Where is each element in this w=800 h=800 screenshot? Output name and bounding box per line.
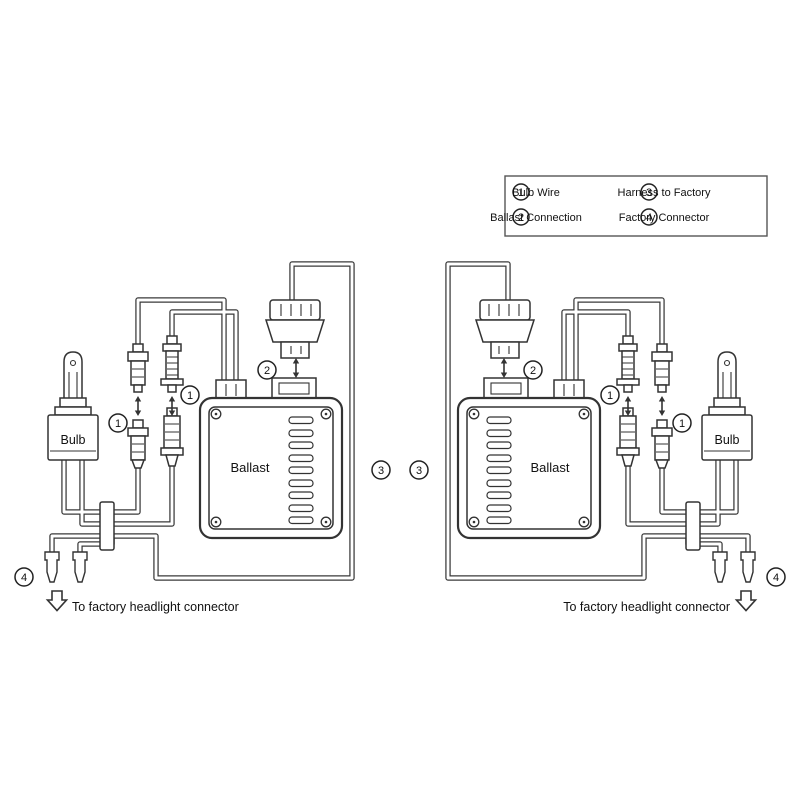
svg-text:1: 1	[679, 418, 685, 430]
svg-text:4: 4	[21, 572, 27, 584]
legend-num-3: 3	[646, 187, 652, 199]
factory-connector-note: To factory headlight connector	[72, 600, 239, 614]
legend-label-factory-connector: Factory Connector	[619, 212, 710, 224]
ballast-label: Ballast	[230, 460, 269, 475]
legend-item-ballast-connection: 2 Ballast Connection	[490, 208, 582, 226]
callout-4-factory-connector: 4	[14, 567, 34, 587]
legend-item-factory-connector: 4 Factory Connector	[619, 208, 710, 226]
bulb-label: Bulb	[714, 433, 739, 447]
left-diagram-labels: Bulb Ballast 1 1 2 3 4 To factory headli…	[14, 360, 391, 614]
callout-1-bulb-wire: 1	[180, 385, 200, 405]
legend-num-2: 2	[518, 212, 524, 224]
bulb-label: Bulb	[60, 433, 85, 447]
legend-border	[504, 175, 768, 237]
legend-item-harness-to-factory: 3 Harness to Factory	[618, 183, 711, 201]
callout-4-factory-connector: 4	[766, 567, 786, 587]
callout-1-bulb-wire: 1	[108, 413, 128, 433]
factory-connector-note: To factory headlight connector	[563, 600, 730, 614]
legend-label-bulb-wire: Bulb Wire	[512, 187, 560, 199]
down-arrow-icon	[46, 590, 68, 612]
ballast-label: Ballast	[530, 460, 569, 475]
svg-text:1: 1	[607, 390, 613, 402]
legend: 1 Bulb Wire 2 Ballast Connection 3 Harne…	[490, 175, 768, 237]
callout-3-harness-to-factory: 3	[409, 460, 429, 480]
right-diagram-art	[448, 264, 755, 582]
callout-3-harness-to-factory: 3	[371, 460, 391, 480]
callout-2-ballast-connection: 2	[257, 360, 277, 380]
legend-num-1: 1	[518, 187, 524, 199]
svg-text:1: 1	[187, 390, 193, 402]
legend-num-4: 4	[646, 212, 652, 224]
left-diagram-art	[45, 264, 352, 582]
callout-2-ballast-connection: 2	[523, 360, 543, 380]
right-diagram-labels: Bulb Ballast 1 1 2 3 4 To factory headli…	[409, 360, 786, 614]
svg-text:3: 3	[416, 465, 422, 477]
svg-text:1: 1	[115, 418, 121, 430]
down-arrow-icon	[735, 590, 757, 612]
legend-label-ballast-connection: Ballast Connection	[490, 212, 582, 224]
callout-1-bulb-wire: 1	[672, 413, 692, 433]
svg-text:3: 3	[378, 465, 384, 477]
callout-1-bulb-wire: 1	[600, 385, 620, 405]
svg-text:4: 4	[773, 572, 779, 584]
legend-item-bulb-wire: 1 Bulb Wire	[512, 183, 560, 201]
svg-text:2: 2	[264, 365, 270, 377]
svg-text:2: 2	[530, 365, 536, 377]
legend-label-harness-to-factory: Harness to Factory	[618, 187, 711, 199]
